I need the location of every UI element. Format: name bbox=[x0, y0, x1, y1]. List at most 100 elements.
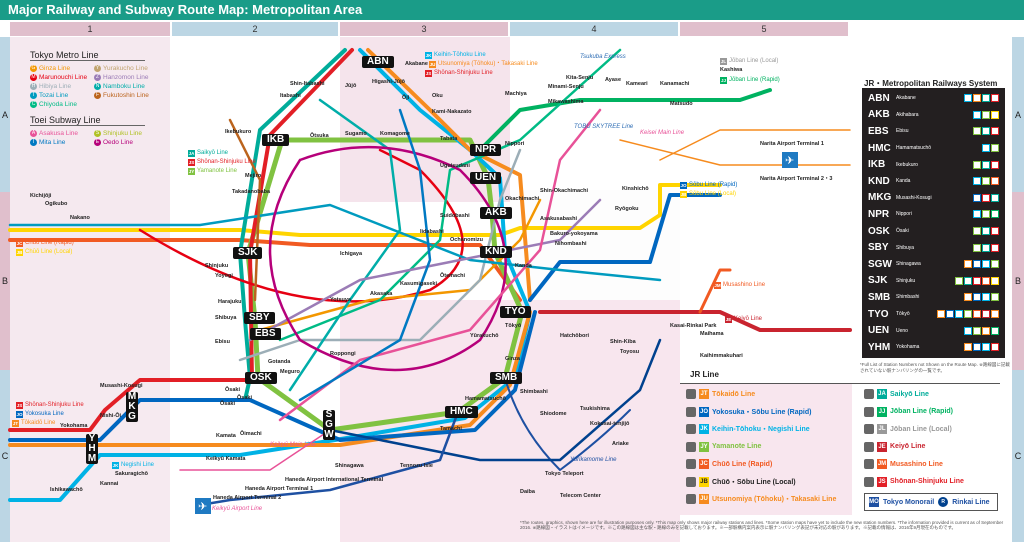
station-label[interactable]: Kannai bbox=[100, 481, 119, 487]
station-label[interactable]: Keikyū Kamata bbox=[206, 456, 246, 462]
station-label[interactable]: Shimbashi bbox=[520, 389, 548, 395]
station-label[interactable]: Nihombashi bbox=[555, 241, 587, 247]
station-label[interactable]: Yūrakuchō bbox=[470, 333, 499, 339]
station-label[interactable]: Itabashi bbox=[280, 93, 301, 99]
station-label[interactable]: Yokohama bbox=[60, 423, 88, 429]
hub-MKG[interactable]: MKG bbox=[126, 391, 138, 422]
station-label[interactable]: Kamata bbox=[216, 433, 236, 439]
station-label[interactable]: Toyosu bbox=[620, 349, 640, 355]
hub-SGW[interactable]: SGW bbox=[323, 409, 335, 440]
hub-AKB[interactable]: AKB bbox=[480, 207, 512, 219]
station-label[interactable]: Tsukishima bbox=[580, 406, 610, 412]
station-label[interactable]: Okachimachi bbox=[505, 196, 540, 202]
station-label[interactable]: Ariake bbox=[612, 441, 629, 447]
hub-TYO[interactable]: TYO bbox=[500, 306, 531, 318]
station-label[interactable]: Suidobashi bbox=[440, 213, 470, 219]
station-label[interactable]: Kokusai-tenjijō bbox=[590, 421, 630, 427]
station-label[interactable]: Ōimachi bbox=[240, 431, 262, 437]
hub-SJK[interactable]: SJK bbox=[233, 247, 263, 259]
station-label[interactable]: Ōsaki bbox=[237, 395, 252, 401]
hub-YHM[interactable]: YHM bbox=[86, 433, 98, 464]
station-label[interactable]: Bakuro-yokoyama bbox=[550, 231, 598, 237]
station-label[interactable]: Shiodome bbox=[540, 411, 567, 417]
station-label[interactable]: Ryōgoku bbox=[615, 206, 639, 212]
station-label[interactable]: Kanda bbox=[515, 263, 532, 269]
hub-OSK[interactable]: OSK bbox=[245, 372, 277, 384]
station-label[interactable]: Yotsuya bbox=[330, 297, 351, 303]
station-label[interactable]: Haneda Airport Terminal 1 bbox=[245, 486, 314, 492]
station-label[interactable]: Ikebukuro bbox=[225, 129, 252, 135]
station-label[interactable]: Yoyogi bbox=[215, 273, 233, 279]
station-label[interactable]: Matsudo bbox=[670, 101, 693, 107]
station-label[interactable]: Gotanda bbox=[268, 359, 291, 365]
station-label[interactable]: Shin-Kiba bbox=[610, 339, 636, 345]
station-label[interactable]: Shin-Okachimachi bbox=[540, 188, 588, 194]
station-label[interactable]: Haneda Airport International Terminal bbox=[285, 477, 384, 483]
station-label[interactable]: Iidabashi bbox=[420, 229, 444, 235]
station-label[interactable]: Sugamo bbox=[345, 131, 367, 137]
station-label[interactable]: Akabane bbox=[405, 61, 428, 67]
station-label[interactable]: Ōsaki bbox=[225, 387, 240, 393]
hub-KND[interactable]: KND bbox=[480, 246, 512, 258]
station-label[interactable]: Nakano bbox=[70, 215, 90, 221]
station-label[interactable]: Ishikawachō bbox=[50, 487, 83, 493]
hub-IKB[interactable]: IKB bbox=[262, 134, 290, 146]
station-label[interactable]: Takadanobaba bbox=[232, 189, 271, 195]
station-label[interactable]: Asakusabashi bbox=[540, 216, 577, 222]
station-label[interactable]: Shin-Itabashi bbox=[290, 81, 325, 87]
station-label[interactable]: Tabata bbox=[440, 136, 458, 142]
station-label[interactable]: Ōtemachi bbox=[440, 273, 466, 279]
station-label[interactable]: Oku bbox=[432, 93, 443, 99]
hub-HMC[interactable]: HMC bbox=[445, 406, 478, 418]
station-label[interactable]: Nishi-Ōi bbox=[100, 413, 122, 419]
station-label[interactable]: Kita-Senju bbox=[566, 75, 594, 81]
station-label[interactable]: Musashi-Kosugi bbox=[100, 383, 143, 389]
station-label[interactable]: Kinshichō bbox=[622, 186, 649, 192]
hub-SMB[interactable]: SMB bbox=[490, 372, 523, 384]
station-label[interactable]: Hatchōbori bbox=[560, 333, 590, 339]
station-label[interactable]: Nippori bbox=[505, 141, 525, 147]
hub-ABN[interactable]: ABN bbox=[362, 56, 394, 68]
station-label[interactable]: Tokyo Teleport bbox=[545, 471, 584, 477]
station-label[interactable]: Tōkyō bbox=[505, 323, 522, 329]
hub-UEN[interactable]: UEN bbox=[470, 172, 502, 184]
station-label[interactable]: Kameari bbox=[626, 81, 648, 87]
station-label[interactable]: Machiya bbox=[505, 91, 527, 97]
station-label[interactable]: Haneda Airport Terminal 2 bbox=[213, 495, 282, 501]
station-label[interactable]: Daiba bbox=[520, 489, 535, 495]
station-label[interactable]: Ayase bbox=[605, 77, 622, 83]
hub-SBY[interactable]: SBY bbox=[244, 312, 275, 324]
station-label[interactable]: Ōji bbox=[402, 95, 410, 101]
station-label[interactable]: Shibuya bbox=[215, 315, 237, 321]
station-label[interactable]: Ōsaki bbox=[220, 401, 235, 407]
station-label[interactable]: Kasai-Rinkai Park bbox=[670, 323, 717, 329]
station-label[interactable]: Tennozu Isle bbox=[400, 463, 433, 469]
station-label[interactable]: Akasaka bbox=[370, 291, 393, 297]
station-label[interactable]: Shinagawa bbox=[335, 463, 364, 469]
station-label[interactable]: Telecom Center bbox=[560, 493, 601, 499]
station-label[interactable]: Mikawashima bbox=[548, 99, 584, 105]
station-label[interactable]: Ogikubo bbox=[45, 201, 68, 207]
station-label[interactable]: Shinjuku bbox=[205, 263, 229, 269]
station-label[interactable]: Ochanomizu bbox=[450, 237, 484, 243]
station-label[interactable]: Narita Airport Terminal 1 bbox=[760, 141, 824, 147]
station-label[interactable]: Hamamatsuchō bbox=[465, 396, 506, 402]
station-label[interactable]: Kashiwa bbox=[720, 67, 743, 73]
station-label[interactable]: Narita Airport Terminal 2・3 bbox=[760, 176, 833, 182]
station-label[interactable]: Mejiro bbox=[245, 173, 262, 179]
station-label[interactable]: Roppongi bbox=[330, 351, 356, 357]
station-label[interactable]: Ginza bbox=[505, 356, 520, 362]
station-label[interactable]: Ōtsuka bbox=[310, 133, 329, 139]
station-label[interactable]: Komagome bbox=[380, 131, 410, 137]
station-label[interactable]: Kami-Nakazato bbox=[432, 109, 472, 115]
station-label[interactable]: Meguro bbox=[280, 369, 300, 375]
station-label[interactable]: Kasumigaseki bbox=[400, 281, 437, 287]
station-label[interactable]: Jūjō bbox=[345, 83, 357, 89]
hub-EBS[interactable]: EBS bbox=[250, 328, 281, 340]
hub-NPR[interactable]: NPR bbox=[470, 144, 502, 156]
station-label[interactable]: Kaihimmakuhari bbox=[700, 353, 743, 359]
station-label[interactable]: Kichijōji bbox=[30, 193, 52, 199]
station-label[interactable]: Harajuku bbox=[218, 299, 242, 305]
station-label[interactable]: Tamachi bbox=[440, 426, 462, 432]
station-label[interactable]: Minami-Senju bbox=[548, 84, 584, 90]
